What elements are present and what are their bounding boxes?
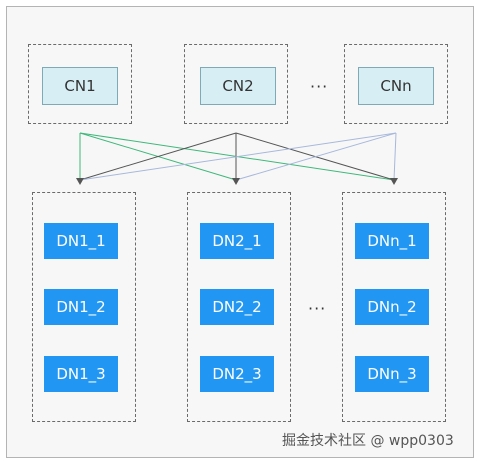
- dn-group-n: [342, 192, 446, 422]
- link-cn2-to-dn-group-1: [79, 132, 237, 181]
- cn-node-1: CN1: [42, 67, 118, 105]
- cn-node-2: CN2: [200, 67, 276, 105]
- dn-node-n-1: DNn_1: [355, 223, 429, 259]
- watermark: 掘金技术社区 @ wpp0303: [282, 433, 454, 449]
- link-cnn-to-dn-group-n: [393, 132, 397, 181]
- dn-ellipsis: ···: [308, 299, 327, 318]
- dn-node-1-1: DN1_1: [44, 223, 118, 259]
- cn-group-1: [28, 44, 132, 124]
- dn-node-n-2: DNn_2: [355, 289, 429, 325]
- arrowhead-dn-group-2: [232, 178, 240, 185]
- dn-node-1-3: DN1_3: [44, 356, 118, 392]
- dn-node-2-1: DN2_1: [200, 223, 274, 259]
- link-cnn-to-dn-group-2: [235, 132, 397, 181]
- arrowhead-dn-group-n: [390, 178, 398, 185]
- dn-group-1: [32, 192, 136, 422]
- dn-node-2-3: DN2_3: [200, 356, 274, 392]
- dn-node-n-3: DNn_3: [355, 356, 429, 392]
- cn-ellipsis: ···: [310, 77, 329, 96]
- link-cnn-to-dn-group-1: [79, 132, 397, 181]
- dn-group-2: [187, 192, 291, 422]
- arrowhead-dn-group-1: [76, 178, 84, 185]
- dn-node-1-2: DN1_2: [44, 289, 118, 325]
- dn-node-2-2: DN2_2: [200, 289, 274, 325]
- cn-group-2: [184, 44, 288, 124]
- cn-node-n: CNn: [358, 67, 434, 105]
- cn-group-n: [344, 44, 448, 124]
